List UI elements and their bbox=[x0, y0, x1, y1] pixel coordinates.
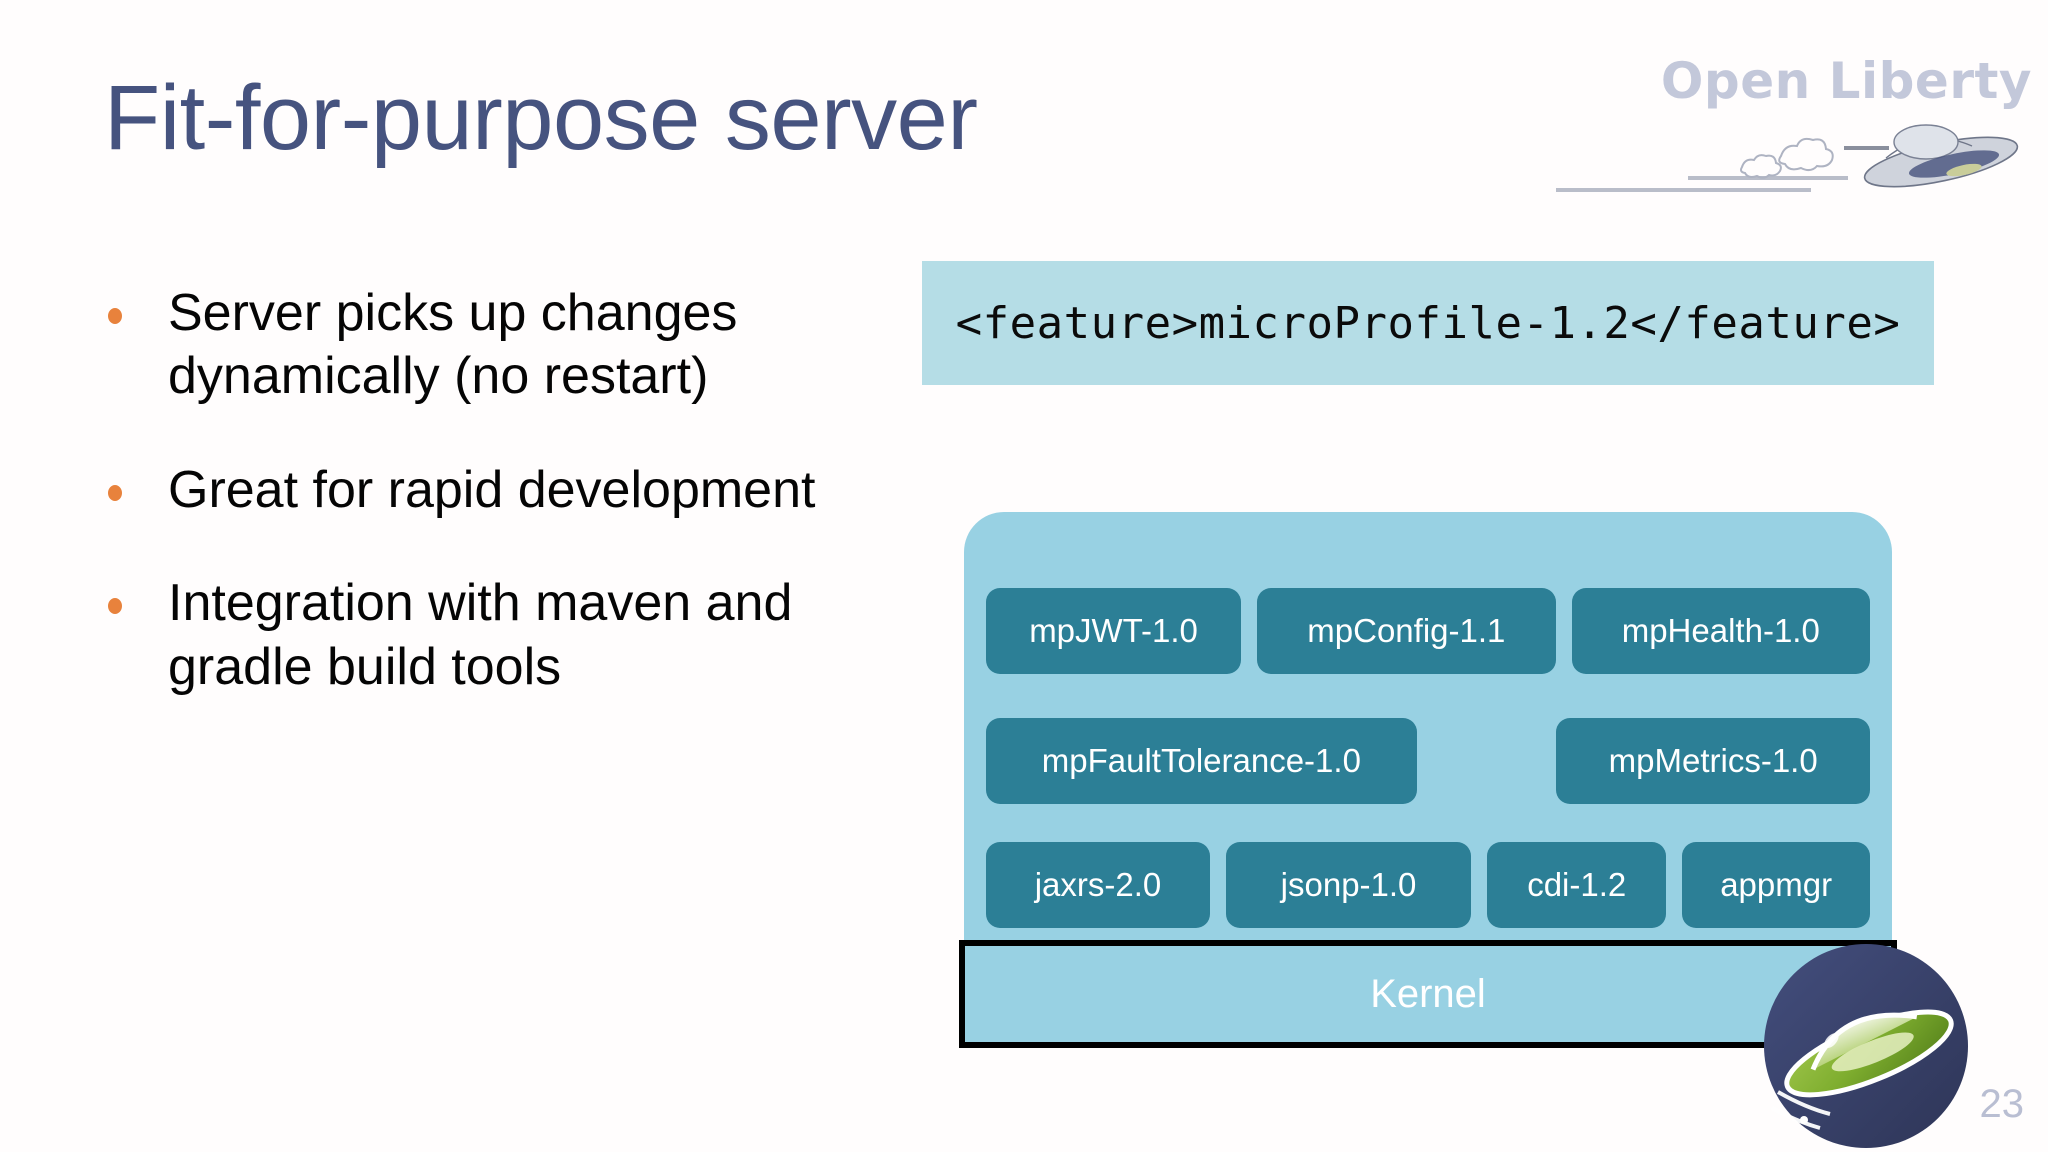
flying-saucer-icon bbox=[1556, 124, 2019, 192]
bullet-dot-icon bbox=[108, 484, 122, 501]
open-liberty-wordmark: Open Liberty bbox=[1660, 52, 2032, 110]
open-liberty-saucer-badge-icon bbox=[1764, 944, 1968, 1148]
feature-tile: jaxrs-2.0 bbox=[986, 842, 1210, 928]
feature-tile: mpHealth-1.0 bbox=[1571, 588, 1870, 674]
bullet-dot-icon bbox=[108, 308, 122, 324]
feature-tile: jsonp-1.0 bbox=[1225, 842, 1472, 928]
feature-stack-gap bbox=[1433, 718, 1557, 804]
feature-tile: mpMetrics-1.0 bbox=[1556, 718, 1870, 804]
feature-tile: mpConfig-1.1 bbox=[1257, 588, 1556, 674]
code-snippet-block: <feature>microProfile-1.2</feature> bbox=[922, 261, 1934, 385]
code-snippet-text: <feature>microProfile-1.2</feature> bbox=[955, 297, 1901, 349]
feature-tile: mpFaultTolerance-1.0 bbox=[986, 718, 1417, 804]
slide-number: 23 bbox=[1979, 1082, 2025, 1126]
bullet-text: Great for rapid development bbox=[168, 460, 816, 519]
page-title: Fit-for-purpose server bbox=[104, 67, 978, 169]
list-item: Great for rapid development bbox=[108, 459, 898, 522]
bullet-list: Server picks up changes dynamically (no … bbox=[108, 282, 898, 749]
feature-stack-row: mpFaultTolerance-1.0 mpMetrics-1.0 bbox=[986, 718, 1870, 804]
list-item: Integration with maven and gradle build … bbox=[108, 572, 898, 699]
kernel-bar: Kernel bbox=[959, 940, 1897, 1048]
bullet-text: Server picks up changes dynamically (no … bbox=[168, 284, 738, 406]
list-item: Server picks up changes dynamically (no … bbox=[108, 282, 898, 409]
feature-tile: appmgr bbox=[1682, 842, 1870, 928]
bullet-text: Integration with maven and gradle build … bbox=[168, 574, 793, 696]
feature-tile: mpJWT-1.0 bbox=[986, 588, 1242, 674]
kernel-label: Kernel bbox=[1370, 971, 1486, 1016]
bullet-dot-icon bbox=[108, 598, 122, 615]
feature-tile: cdi-1.2 bbox=[1487, 842, 1667, 928]
open-liberty-logo: Open Liberty bbox=[1556, 52, 2036, 202]
